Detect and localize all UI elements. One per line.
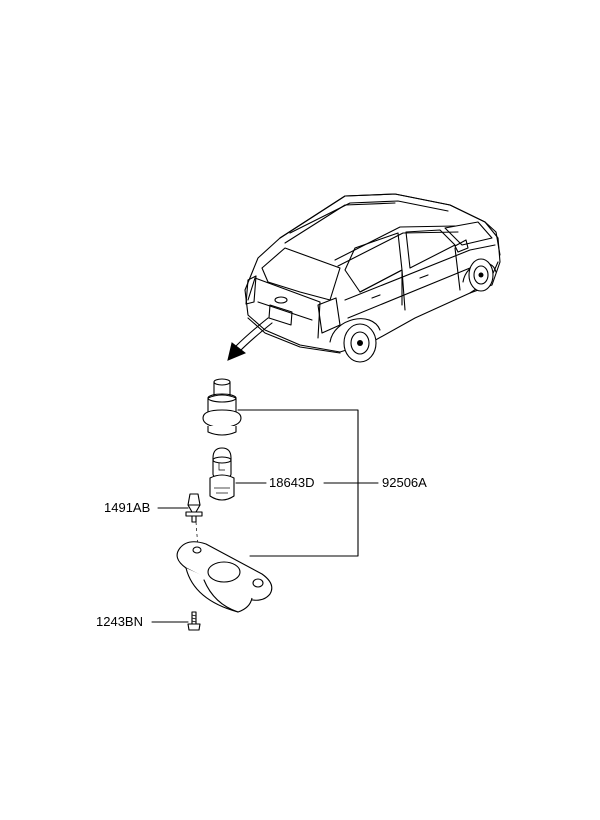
callout-lines (151, 409, 379, 623)
clip (185, 493, 203, 549)
callout-label-1491ab: 1491AB (104, 500, 151, 515)
vehicle-illustration (244, 193, 501, 363)
screw (187, 611, 201, 631)
lamp-socket (202, 378, 242, 436)
callout-label-92506a: 92506A (382, 475, 427, 490)
callout-label-18643d: 18643D (269, 475, 315, 490)
callout-label-1243bn: 1243BN (96, 614, 143, 629)
bulb (209, 447, 235, 501)
lamp-base (176, 541, 273, 613)
location-arrow (227, 317, 273, 361)
